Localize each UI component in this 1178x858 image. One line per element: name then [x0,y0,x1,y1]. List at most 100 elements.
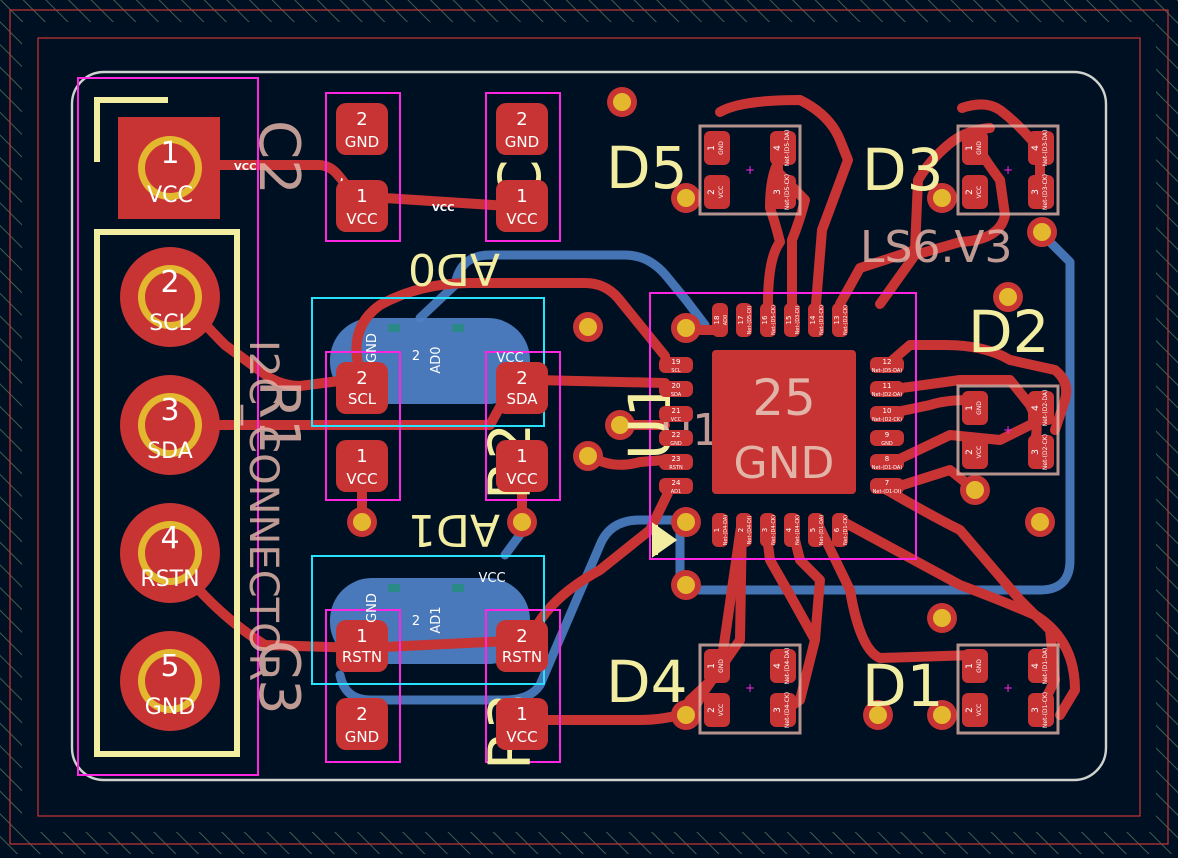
led-pad-num: 3 [773,189,783,195]
led-pad-net: Net-(D2-DA) [1042,390,1049,427]
u1-pin-num: 11 [883,382,892,390]
j1-pin3-net: SDA [147,439,193,464]
d3-ref-label: D3 [862,136,944,204]
j1-pin3-num: 3 [160,393,179,428]
led-pad-net: Net-(D3-DA) [1042,130,1049,167]
u1-pin-num: 20 [672,382,681,390]
c1-pad2-net: GND [505,133,539,151]
u1-pin-net: VCC [671,417,682,423]
r2-pad2-net: SDA [506,390,538,408]
d4-ref-label: D4 [606,648,688,716]
u1-pin-num: 10 [883,407,892,415]
u1-pin-num: 14 [809,315,817,324]
jumper-pad-labels: AD0 2 VCC GND AD1 2 VCC GND [365,333,524,634]
u1-pin-net: Net-(D4-CK) [795,515,801,545]
d5-ref-label: D5 [606,134,688,202]
led-pad-num: 3 [1031,449,1041,455]
u1-pin-num: 4 [785,527,793,532]
d2-ref-label: D2 [968,298,1050,366]
r3-pad2-num: 2 [516,626,527,647]
ad0-pad2-label: AD0 [429,346,444,373]
led-pad-num: 4 [1031,663,1041,669]
led-pad-net: VCC [976,186,983,198]
ad1-pad1-label: GND [365,593,380,623]
j1-pin4-net: RSTN [140,567,199,592]
u1-ep-num: 25 [752,369,816,427]
u1-pin-num: 24 [672,479,681,487]
r1-fab-label: R1 [246,380,311,455]
led-pad-net: GND [976,401,983,415]
c3-pad2-net: GND [345,728,379,746]
led-pad-net: Net-(D5-DA) [784,130,791,167]
led-pad-net: Net-(D5-CK) [784,174,791,210]
u1-pin-num: 7 [885,479,889,487]
c2-fab-label: C2 [246,120,311,195]
j1-pin2-num: 2 [160,265,179,300]
c2-pad2-num: 2 [356,109,367,130]
led-pad-num: 2 [965,707,975,713]
u1-pin-num: 22 [672,431,681,439]
led-pad-net: Net-(D1-DA) [1042,648,1049,685]
c1-pad1-net: VCC [506,210,537,228]
u1-pin-net: Net-(D4-DA) [723,515,729,546]
u1-pin-num: 13 [833,316,841,325]
silkscreen-outlines [94,97,678,757]
u1-pin-net: Net-(D5-CK) [771,305,777,335]
u1-pin-num: 12 [883,358,892,366]
u1-pin-net: Net-(D3-CK) [819,305,825,335]
u1-pin-num: 1 [713,528,721,532]
c2-pad1-num: 1 [356,186,367,207]
passive-pad-labels: 2 GND 1 VCC 2 GND 1 VCC 2 SCL 1 VCC 2 SD… [342,109,542,746]
u1-pin-net: SCL [671,368,681,374]
led-pad-net: Net-(D2-CK) [1042,434,1049,470]
j1-pin1-net: VCC [147,183,193,208]
led-pad-num: 3 [1031,707,1041,713]
u1-pin-net: GND [670,441,682,447]
led-pad-net: GND [976,141,983,155]
led-pad-num: 2 [707,189,717,195]
r3-pad2-net: RSTN [502,648,542,666]
u1-pin-num: 3 [761,528,769,532]
led-pad-net: Net-(D1-CK) [1042,692,1049,728]
led-pad-num: 2 [965,449,975,455]
ic-u1: 25 GND 19SCL20SDA21VCC22GND23RSTN24AD112… [659,303,904,547]
u1-pin-net: Net-(D2-DA) [872,392,903,398]
vias [347,87,1057,730]
u1-pin-num: 15 [785,316,793,325]
led-pad-num: 4 [1031,405,1041,411]
r2-pad2-num: 2 [516,368,527,389]
r3-pad1-num: 1 [356,626,367,647]
u1-pin-net: Net-(D3-DI) [795,306,801,335]
u1-pin-num: 23 [672,455,681,463]
vcc-trace-label: VCC [432,203,454,214]
svg-text:+: + [1003,423,1013,437]
u1-pin-net: Net-(D1-CK) [843,515,849,545]
led-pad-num: 1 [965,145,975,151]
courtyards [77,77,917,776]
ad0-pad3-label: VCC [496,351,523,366]
u1-pin-num: 18 [713,316,721,325]
u1-pin-num: 17 [737,316,745,325]
c3-pad1-net: VCC [506,728,537,746]
led-pad-net: VCC [718,186,725,198]
connector-j1: 1 VCC 2 SCL 3 SDA 4 RSTN 5 GND [118,117,220,731]
led-pad-num: 3 [773,707,783,713]
